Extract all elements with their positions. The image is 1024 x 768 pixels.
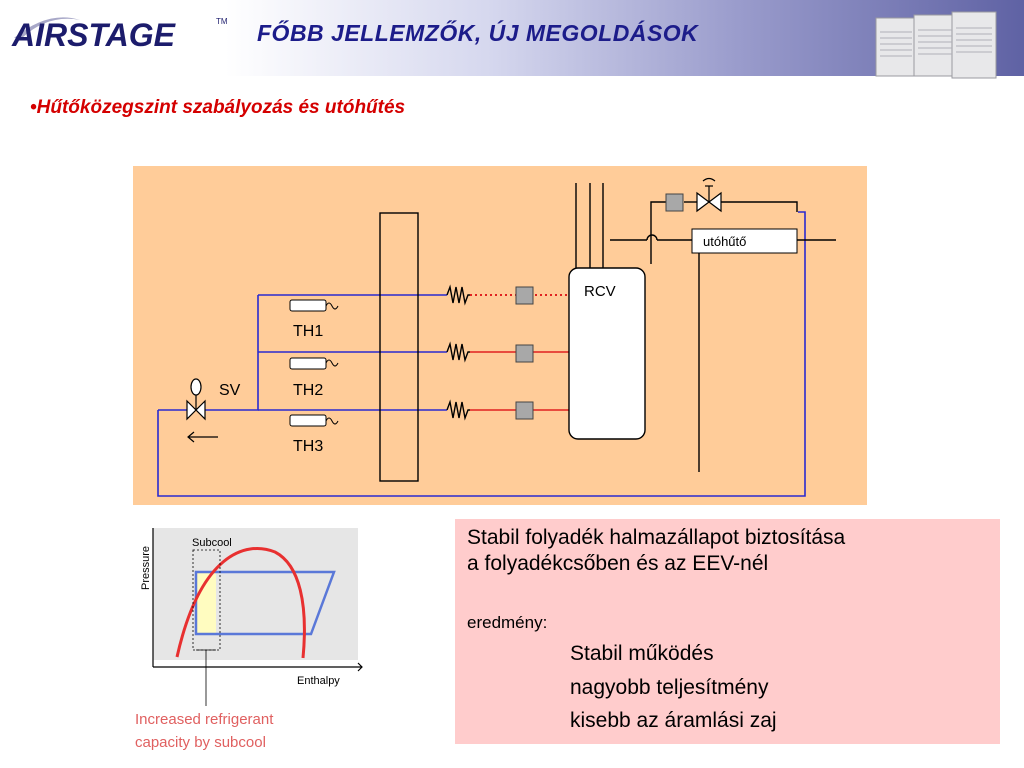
ph-axes (152, 528, 363, 672)
subcooler-valve-icon (696, 177, 722, 213)
logo-tm: TM (216, 17, 228, 26)
airstage-logo: AIRSTAGE TM (11, 17, 228, 52)
rcv-receiver (568, 267, 646, 440)
diagram-background (133, 166, 867, 505)
coil-icons (446, 284, 470, 421)
pressure-enthalpy-chart: Pressure Enthalpy Subcool Increased refr… (133, 522, 370, 757)
result-item: nagyobb teljesítmény (570, 676, 769, 699)
result-item: kisebb az áramlási zaj (570, 709, 777, 732)
refrigerant-system-diagram: RCV utóhűtő SV TH1 TH2 TH3 (133, 166, 867, 505)
th3-label: TH3 (293, 438, 323, 455)
info-line2: a folyadékcsőben és az EEV-nél (467, 552, 769, 575)
flow-arrow-icon (187, 431, 218, 443)
liquid-lines (157, 211, 806, 497)
caption-line1: Increased refrigerant (135, 711, 274, 728)
outdoor-units-image (875, 11, 997, 79)
enthalpy-axis-label: Enthalpy (297, 675, 340, 687)
subcooler-label: utóhűtő (703, 234, 746, 249)
th2-label: TH2 (293, 382, 323, 399)
sv-label: SV (219, 382, 241, 399)
header-bar: AIRSTAGE TM FŐBB JELLEMZŐK, ÚJ MEGOLDÁSO… (0, 0, 1024, 79)
logo-text: AIRSTAGE (11, 17, 177, 52)
caption-line2: capacity by subcool (135, 734, 266, 751)
subcool-label: Subcool (192, 537, 232, 549)
heat-exchanger (379, 212, 419, 482)
subcooler-box (691, 228, 798, 254)
info-box: Stabil folyadék halmazállapot biztosítás… (455, 519, 1000, 744)
section-subtitle: •Hűtőközegszint szabályozás és utóhűtés (30, 97, 406, 118)
pressure-axis-label: Pressure (140, 546, 152, 590)
sv-valve-icon (186, 378, 206, 421)
th1-label: TH1 (293, 323, 323, 340)
cycle-outline (194, 570, 336, 636)
result-label: eredmény: (467, 613, 548, 632)
strainer-icons (515, 193, 684, 420)
result-item: Stabil működés (570, 642, 714, 665)
saturation-dome (175, 547, 306, 659)
slide-title: FŐBB JELLEMZŐK, ÚJ MEGOLDÁSOK (257, 20, 699, 46)
thermistor-icons (289, 299, 339, 427)
info-line1: Stabil folyadék halmazállapot biztosítás… (467, 526, 846, 549)
rcv-label: RCV (584, 283, 616, 300)
